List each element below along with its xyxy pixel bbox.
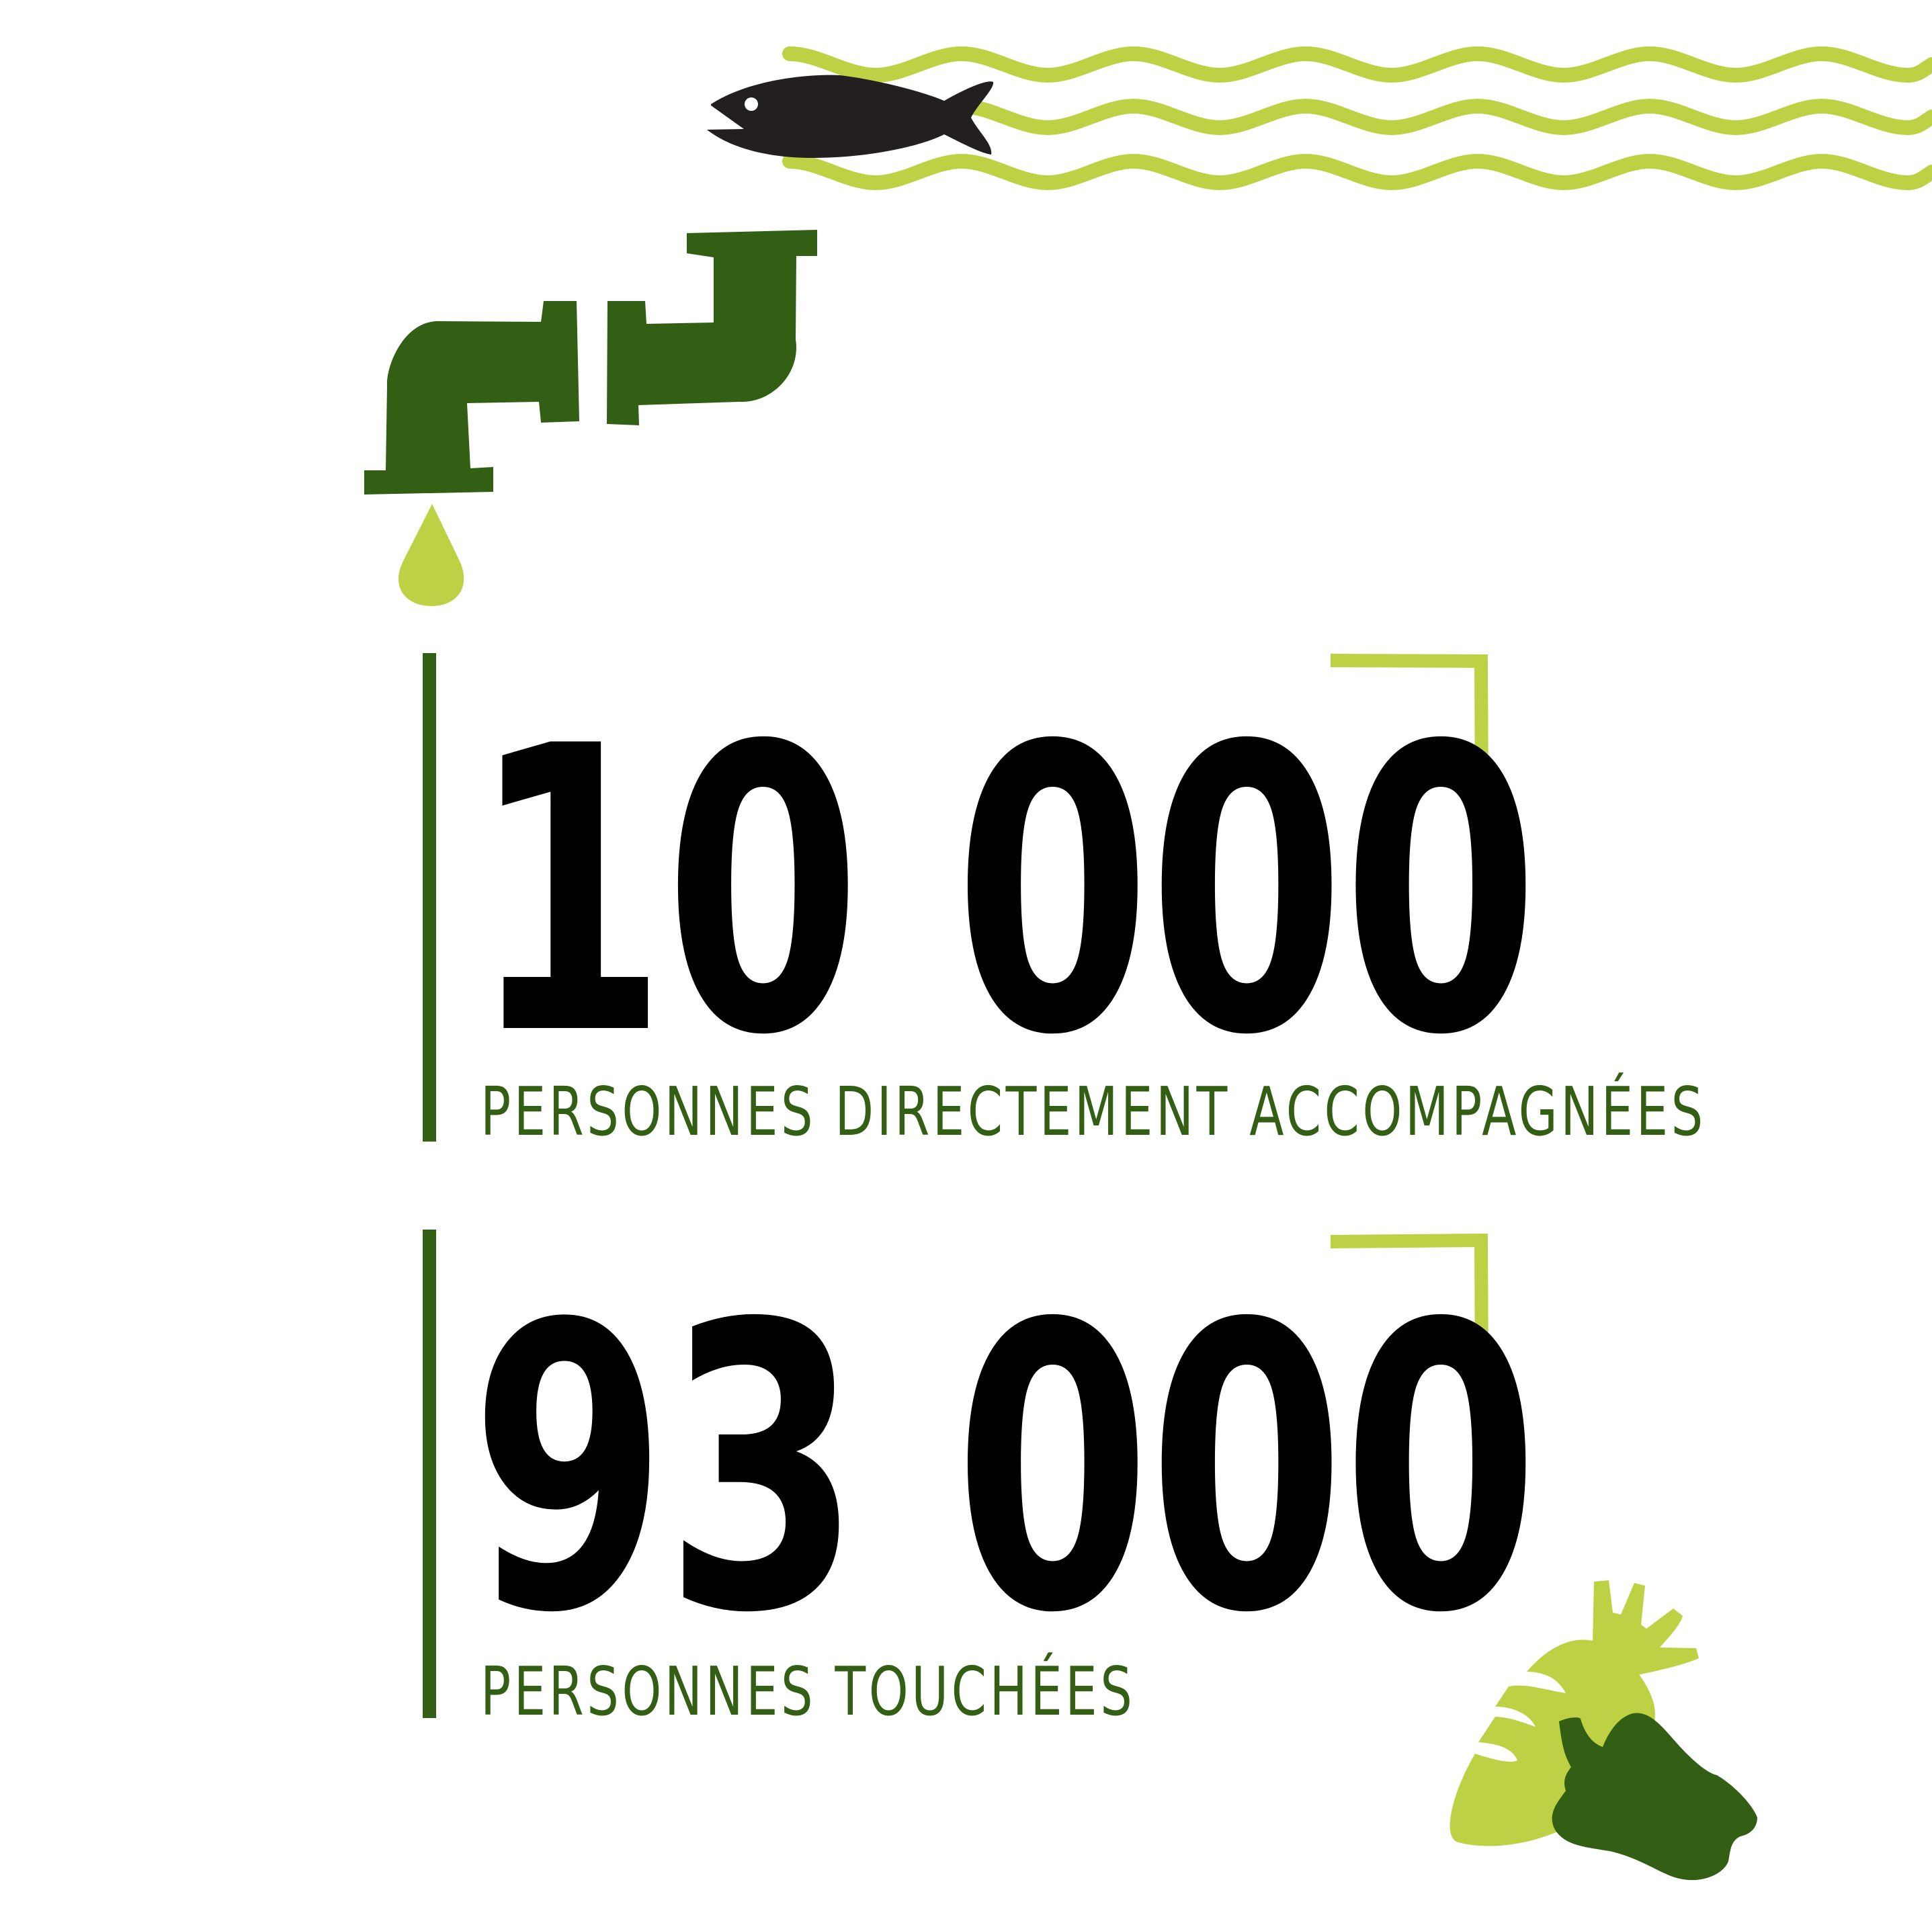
fish-icon xyxy=(707,75,994,158)
stat-label: PERSONNES TOUCHÉES xyxy=(480,1652,1136,1731)
corner-bracket-icon xyxy=(1330,654,1488,811)
stat-divider-bar xyxy=(423,1230,436,1718)
wave-icon xyxy=(782,46,1932,191)
water-drop-icon xyxy=(398,504,464,606)
stat-divider-bar xyxy=(423,653,436,1142)
broken-pipe-icon xyxy=(364,230,817,495)
corner-bracket-icon xyxy=(1330,1233,1488,1389)
stat-number: 10 000 xyxy=(470,663,1539,1121)
stat-label: PERSONNES DIRECTEMENT ACCOMPAGNÉES xyxy=(480,1072,1706,1151)
vegetables-icon xyxy=(1450,1580,1757,1881)
stat-number: 93 000 xyxy=(470,1241,1539,1699)
